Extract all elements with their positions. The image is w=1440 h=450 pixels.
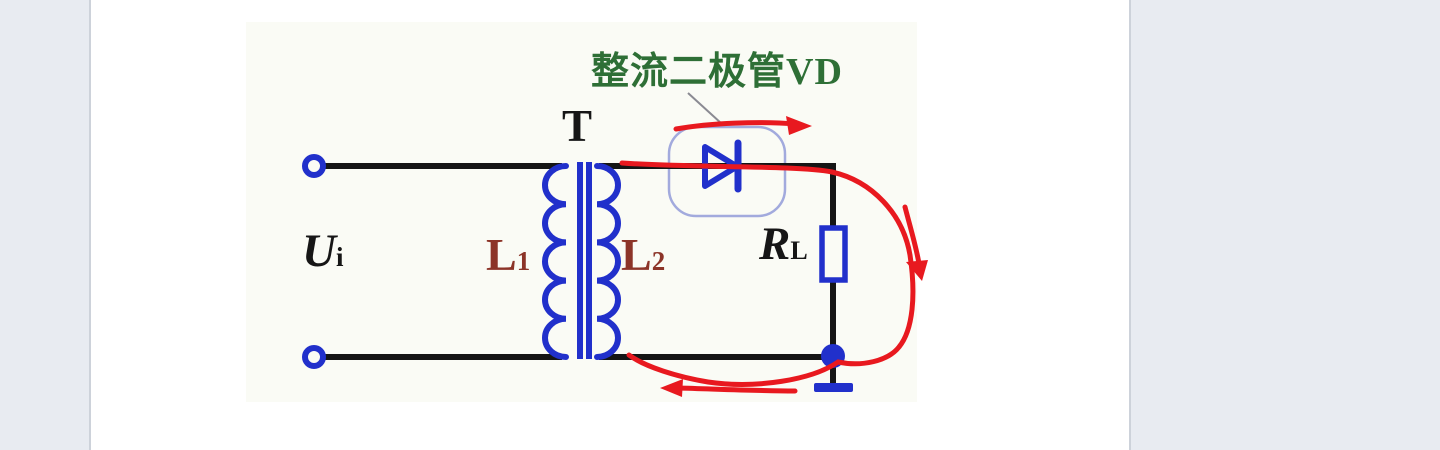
load-resistor-symbol: R (759, 218, 791, 270)
load-resistor-label: RL (759, 221, 808, 268)
ground-icon (814, 383, 853, 392)
diode-annotation-title: 整流二极管VD (591, 51, 843, 93)
input-voltage-subscript: i (335, 242, 344, 272)
primary-coil-icon (542, 163, 569, 360)
input-voltage-symbol: U (302, 225, 336, 277)
secondary-coil-icon (594, 163, 621, 360)
diode-highlight-box (667, 125, 787, 218)
secondary-winding-subscript: 2 (651, 246, 666, 276)
load-resistor-subscript: L (790, 236, 808, 265)
input-terminal-icon (302, 154, 326, 369)
callout-line (687, 92, 723, 125)
input-voltage-label: Ui (302, 228, 343, 275)
primary-winding-label: L1 (486, 232, 530, 278)
resistor-icon (819, 225, 848, 283)
secondary-winding-label: L2 (621, 232, 665, 278)
transformer-core-icon (577, 162, 592, 359)
primary-winding-symbol: L (486, 229, 517, 280)
current-flow-arrow-icon (619, 116, 928, 397)
secondary-winding-symbol: L (621, 229, 652, 280)
primary-winding-subscript: 1 (516, 246, 531, 276)
transformer-label: T (562, 101, 593, 151)
